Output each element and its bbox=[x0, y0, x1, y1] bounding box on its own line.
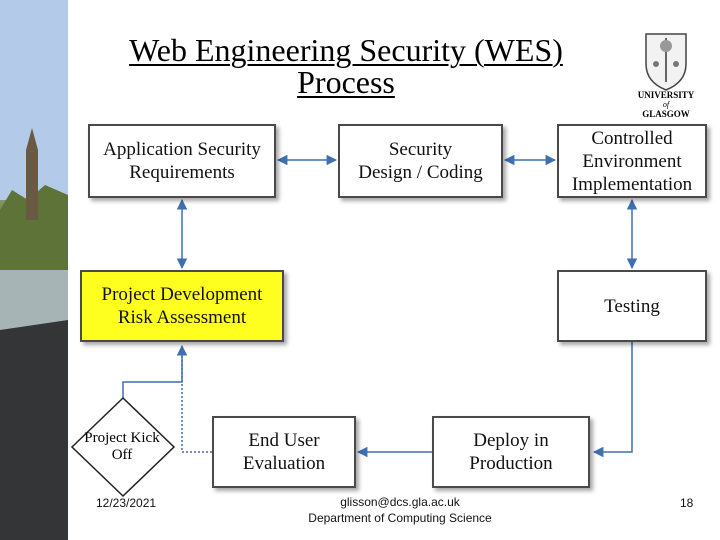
footer-email: glisson@dcs.gla.ac.uk bbox=[340, 495, 460, 509]
step-project-kickoff: Project Kick Off bbox=[76, 430, 168, 464]
tower-spire bbox=[26, 128, 38, 150]
footer-page-number: 18 bbox=[680, 496, 694, 510]
step-security-design-coding: Security Design / Coding bbox=[338, 124, 503, 198]
title-line-1: Web Engineering Security (WES) bbox=[129, 32, 563, 68]
step-testing: Testing bbox=[557, 270, 707, 342]
step-deploy-production: Deploy in Production bbox=[432, 416, 590, 488]
tower bbox=[26, 150, 38, 220]
title-line-2: Process bbox=[297, 64, 395, 100]
footer-contact: glisson@dcs.gla.ac.uk Department of Comp… bbox=[280, 494, 520, 526]
dotted-enduser-risk bbox=[181, 346, 212, 453]
step-label: Implementation bbox=[571, 173, 693, 195]
step-label: End User bbox=[248, 430, 320, 451]
slide-title: Web Engineering Security (WES) Process bbox=[70, 34, 622, 98]
step-label: Application Security bbox=[103, 139, 261, 160]
crest-bird bbox=[660, 40, 672, 52]
step-label: Project Development bbox=[101, 284, 263, 305]
footer-date: 12/23/2021 bbox=[96, 496, 157, 510]
step-label: Requirements bbox=[129, 162, 235, 183]
arrow-testing-deploy bbox=[592, 342, 633, 458]
campus-photo-strip bbox=[0, 0, 68, 540]
arrow-kickoff-risk bbox=[122, 344, 188, 398]
step-label: Evaluation bbox=[242, 453, 326, 474]
step-label: Deploy in bbox=[473, 430, 549, 451]
dark-foreground bbox=[0, 320, 68, 540]
footer-department: Department of Computing Science bbox=[308, 511, 492, 525]
step-app-security-requirements: Application Security Requirements bbox=[88, 124, 276, 198]
step-label: Risk Assessment bbox=[117, 307, 247, 328]
step-label: Production bbox=[469, 453, 553, 474]
step-label: Off bbox=[111, 447, 133, 463]
university-crest-logo: UNIVERSITY of GLASGOW bbox=[638, 33, 695, 119]
kickoff-diamond bbox=[70, 396, 176, 498]
logo-line-1: UNIVERSITY bbox=[638, 90, 695, 100]
step-end-user-evaluation: End User Evaluation bbox=[212, 416, 356, 488]
step-label: Environment bbox=[582, 150, 682, 172]
step-label: Controlled bbox=[591, 127, 673, 149]
step-label: Design / Coding bbox=[358, 162, 483, 183]
campus-photo bbox=[0, 0, 68, 540]
step-risk-assessment: Project Development Risk Assessment bbox=[80, 270, 284, 342]
crest-fish bbox=[673, 61, 679, 67]
crest-bell bbox=[653, 61, 659, 67]
logo-line-2: of bbox=[663, 100, 671, 109]
step-label: Project Kick bbox=[84, 430, 160, 446]
water bbox=[0, 270, 68, 330]
step-label: Testing bbox=[604, 295, 660, 317]
logo-line-3: GLASGOW bbox=[642, 109, 690, 119]
step-label: Security bbox=[388, 139, 453, 160]
step-controlled-environment: Controlled Environment Implementation bbox=[557, 124, 707, 198]
